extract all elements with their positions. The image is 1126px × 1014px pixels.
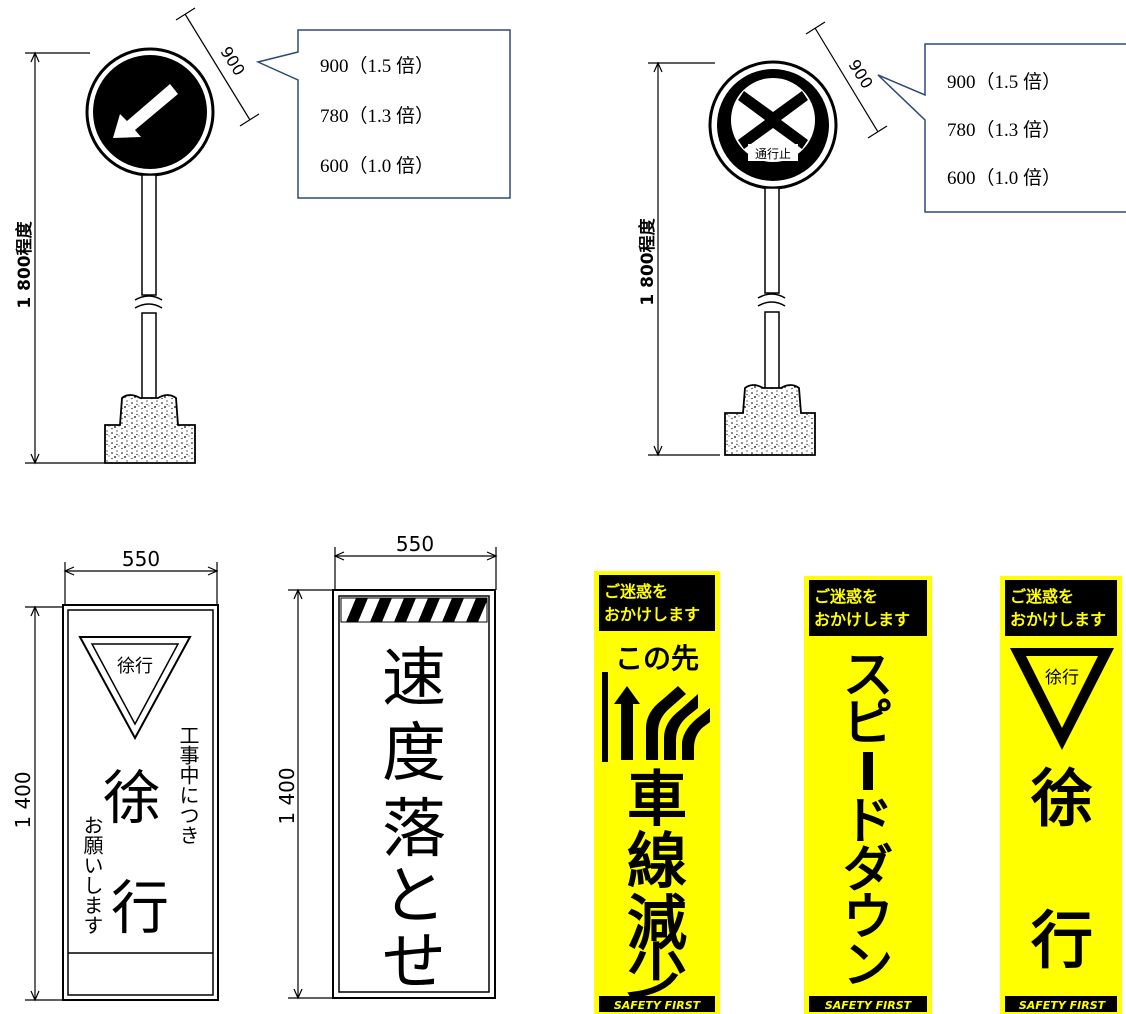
height-label: 1 800程度 — [14, 220, 35, 308]
header-line-2: おかけします — [814, 610, 910, 629]
main-char-7: ン — [843, 936, 893, 994]
footer-bar — [1005, 996, 1117, 1012]
size-callout — [877, 43, 1126, 213]
sign-text: 通行止 — [755, 147, 791, 161]
main-char-6: ウ — [843, 888, 893, 946]
header-box — [599, 575, 715, 631]
header-box — [809, 580, 927, 636]
cross-icon — [738, 91, 808, 149]
main-char-4: ド — [843, 792, 893, 850]
main-char-5: せ — [382, 926, 446, 1000]
width-dimension — [333, 547, 498, 590]
header-line-1: ご迷惑を — [814, 587, 878, 606]
main-char-3: 落 — [382, 793, 446, 867]
main-char-1: 車 — [627, 765, 687, 835]
triangle-text: 徐行 — [1045, 668, 1079, 688]
board-background — [804, 576, 932, 1014]
width-dimension — [63, 562, 219, 605]
header-line-2: おかけします — [1010, 610, 1106, 629]
yield-triangle-icon — [78, 636, 192, 741]
size-option-1: 900（1.5 倍） — [320, 55, 434, 77]
main-char-5: ダ — [843, 840, 893, 898]
pole — [141, 174, 157, 419]
side-text-left: お願いします — [80, 815, 104, 935]
size-callout — [255, 29, 511, 199]
board-slow-down: 550 1 400 徐行 徐 行 工事中につき お願いします — [11, 547, 219, 1002]
sign-keep-left: 1 800程度 900 900（1.5 倍） 780（1.3 倍） 600（1.… — [14, 7, 511, 465]
footer-text: SAFETY FIRST — [1019, 999, 1107, 1012]
main-char-1: 徐 — [1030, 762, 1093, 835]
height-label: 1 400 — [275, 767, 299, 824]
main-char-2: ピ — [843, 694, 893, 752]
board-background — [594, 571, 720, 1014]
height-dimension — [288, 588, 333, 1000]
main-char-1: 速 — [382, 642, 446, 716]
size-option-3: 600（1.0 倍） — [320, 155, 434, 177]
diameter-dimension — [805, 21, 888, 139]
footer-text: SAFETY FIRST — [614, 999, 702, 1012]
arrow-down-left-icon — [113, 84, 178, 138]
height-label: 1 400 — [11, 771, 35, 828]
width-label: 550 — [396, 532, 434, 556]
lane-merge-icon — [602, 672, 710, 762]
height-dimension — [648, 61, 720, 457]
triangle-text: 徐行 — [117, 656, 153, 677]
main-char-3: 減 — [627, 889, 687, 959]
size-option-3: 600（1.0 倍） — [947, 167, 1061, 189]
header-box — [1005, 580, 1117, 636]
header-line-1: ご迷惑を — [604, 582, 668, 601]
main-char-2: 行 — [111, 874, 169, 942]
yellow-board-lane-reduction: ご迷惑を おかけします この先 車 線 減 少 SAFETY FIRST — [594, 571, 720, 1014]
size-option-1: 900（1.5 倍） — [947, 71, 1061, 93]
diameter-dimension — [175, 7, 260, 127]
size-option-2: 780（1.3 倍） — [320, 105, 434, 127]
concrete-base — [724, 384, 816, 456]
width-label: 550 — [122, 547, 160, 571]
header-line-2: おかけします — [604, 605, 700, 624]
size-option-2: 780（1.3 倍） — [947, 119, 1061, 141]
side-text-right: 工事中につき — [176, 725, 200, 845]
main-char-2: 度 — [382, 717, 446, 791]
main-char-1: 徐 — [103, 764, 161, 832]
height-dimension — [25, 51, 105, 465]
sign-no-entry: 1 800程度 通行止 900 900（1.5 倍） 780（1.3 倍） 60… — [637, 21, 1126, 457]
board-frame — [332, 589, 496, 999]
sub-header: この先 — [615, 642, 699, 675]
height-dimension — [25, 605, 62, 1002]
header-line-1: ご迷惑を — [1010, 587, 1074, 606]
main-char-2: 行 — [1031, 904, 1093, 977]
yellow-board-slow-down: ご迷惑を おかけします 徐行 徐 行 SAFETY FIRST — [1000, 576, 1122, 1014]
main-char-4: と — [382, 860, 446, 934]
main-char-1: ス — [843, 646, 893, 704]
footer-bar — [599, 996, 715, 1012]
footer-bar — [809, 996, 927, 1012]
board-reduce-speed: 550 1 400 速 度 落 と せ — [275, 532, 498, 1000]
footer-text: SAFETY FIRST — [825, 999, 913, 1012]
hazard-stripe-band — [340, 597, 488, 623]
main-char-2: 線 — [627, 827, 687, 897]
main-char-3 — [863, 752, 873, 790]
concrete-base — [104, 394, 196, 464]
yellow-board-speed-down: ご迷惑を おかけします ス ピ ド ダ ウ ン SAFETY FIRST — [804, 576, 932, 1014]
height-label: 1 800程度 — [637, 217, 658, 305]
diameter-label: 900 — [845, 56, 877, 92]
pole — [764, 187, 780, 408]
